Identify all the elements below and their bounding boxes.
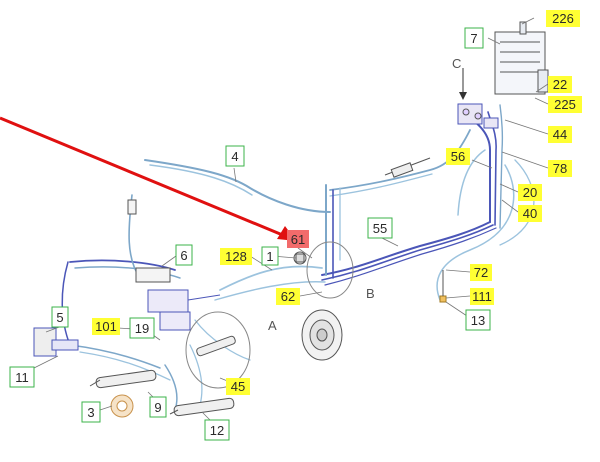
callout-4[interactable]: 4	[225, 145, 245, 167]
callout-78[interactable]: 78	[548, 160, 572, 177]
callout-9-label: 9	[154, 400, 161, 415]
callout-56-label: 56	[451, 149, 465, 164]
callout-40[interactable]: 40	[518, 205, 542, 222]
callout-225[interactable]: 225	[548, 96, 582, 113]
callout-55[interactable]: 55	[367, 217, 393, 239]
callout-3-label: 3	[87, 405, 94, 420]
callout-1[interactable]: 1	[261, 246, 279, 266]
callout-226-label: 226	[552, 11, 574, 26]
callout-19[interactable]: 19	[129, 317, 155, 339]
selection-pointer-arrow	[0, 116, 296, 241]
control-valve	[127, 199, 171, 283]
callout-6-label: 6	[180, 248, 187, 263]
callout-45[interactable]: 45	[226, 378, 250, 395]
leader-lines	[33, 17, 549, 423]
callout-61-selected[interactable]: 61	[287, 230, 309, 248]
oil-reservoir	[494, 21, 549, 95]
callout-111-label: 111	[472, 289, 492, 304]
valve-block	[457, 103, 499, 129]
view-label-c: C	[452, 56, 461, 71]
callout-20[interactable]: 20	[518, 184, 542, 201]
callout-13[interactable]: 13	[465, 309, 491, 331]
callout-22-label: 22	[553, 77, 567, 92]
callout-7[interactable]: 7	[464, 27, 484, 49]
center-frame	[147, 289, 221, 331]
callouts: 226 22 225 44 78 56 20 40	[9, 10, 582, 441]
callout-19-label: 19	[135, 321, 149, 336]
callout-56[interactable]: 56	[446, 148, 470, 165]
callout-128-label: 128	[225, 249, 247, 264]
callout-40-label: 40	[523, 206, 537, 221]
cylinder-lower-right	[169, 397, 235, 417]
mechanical-parts	[33, 21, 549, 418]
callout-11-label: 11	[15, 370, 29, 385]
callout-62[interactable]: 62	[276, 288, 300, 305]
callout-6[interactable]: 6	[175, 244, 193, 266]
callout-62-label: 62	[281, 289, 295, 304]
callout-5-label: 5	[56, 310, 63, 325]
callout-3[interactable]: 3	[81, 401, 101, 423]
callout-78-label: 78	[553, 161, 567, 176]
callout-4-label: 4	[231, 149, 238, 164]
brake-drum	[301, 309, 343, 361]
detail-circle-b	[306, 241, 354, 299]
cylinder-lower-left	[89, 369, 157, 389]
callout-44[interactable]: 44	[548, 126, 572, 143]
callout-72-label: 72	[474, 265, 488, 280]
callout-226[interactable]: 226	[546, 10, 580, 27]
callout-55-label: 55	[373, 221, 387, 236]
callout-44-label: 44	[553, 127, 567, 142]
callout-13-label: 13	[471, 313, 485, 328]
pedal-assembly	[33, 327, 79, 357]
callout-7-label: 7	[470, 31, 477, 46]
callout-111[interactable]: 111	[470, 288, 494, 305]
callout-9[interactable]: 9	[149, 396, 167, 418]
callout-20-label: 20	[523, 185, 537, 200]
view-label-a: A	[268, 318, 277, 333]
callout-61-label: 61	[291, 232, 305, 247]
right-fittings	[439, 270, 447, 303]
hose-network	[61, 104, 535, 411]
callout-12[interactable]: 12	[204, 419, 230, 441]
callout-225-label: 225	[554, 97, 576, 112]
callout-101[interactable]: 101	[92, 318, 120, 335]
callout-5[interactable]: 5	[51, 306, 69, 328]
gear-wheel	[110, 394, 134, 418]
callout-101-label: 101	[95, 319, 117, 334]
detail-circle-a	[185, 311, 251, 389]
upper-right-rod	[384, 157, 431, 178]
callout-22[interactable]: 22	[548, 76, 572, 93]
callout-11[interactable]: 11	[9, 366, 35, 388]
cylinder-middle	[196, 335, 236, 357]
view-labels: A B C	[268, 56, 461, 333]
callout-128[interactable]: 128	[220, 248, 252, 265]
callout-72[interactable]: 72	[470, 264, 492, 281]
callout-1-label: 1	[266, 249, 273, 264]
callout-12-label: 12	[210, 423, 224, 438]
callout-45-label: 45	[231, 379, 245, 394]
view-label-b: B	[366, 286, 375, 301]
